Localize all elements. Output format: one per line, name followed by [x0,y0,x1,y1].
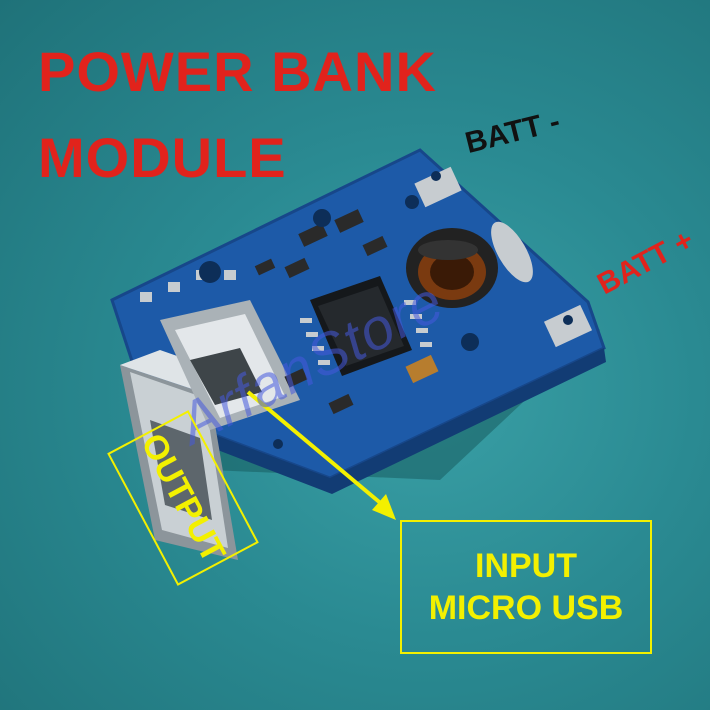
ic-chip [300,276,432,376]
inductor [406,228,498,308]
input-annotation-box: INPUT MICRO USB [400,520,652,654]
pcb-edge [148,348,606,494]
solder-pads [140,166,593,348]
input-label-line1: INPUT [475,547,577,585]
mounting-holes [199,171,573,449]
smd-components [254,209,439,415]
micro-usb-connector [160,300,300,430]
title-line-2: MODULE [38,126,287,189]
title-line-1: POWER BANK [38,40,437,103]
input-label-line2: MICRO USB [428,589,624,627]
input-arrow [246,390,396,520]
